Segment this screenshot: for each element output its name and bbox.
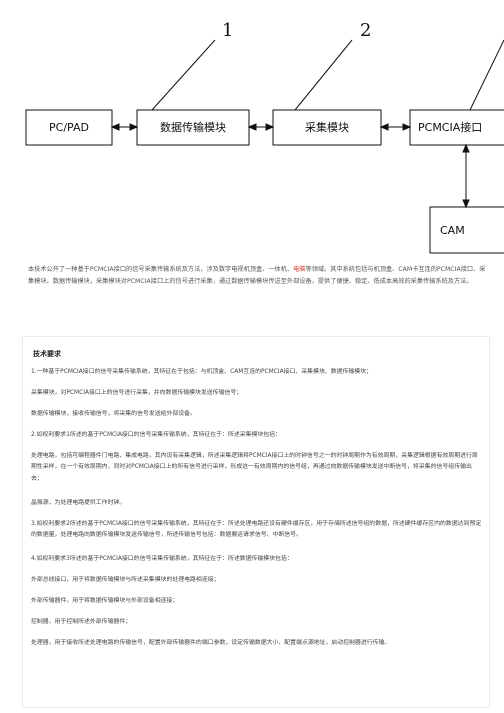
- claim-paragraph: 控制器，用于控制所述外部传输器件；: [31, 619, 132, 625]
- cam-box: [429, 206, 504, 254]
- arrow-head-pc-right: [129, 123, 139, 131]
- claim-paragraph: 处理器，用于接收所述处理电路的传输信号，配置外部传输器件的端口参数，设定传输数据…: [31, 640, 391, 646]
- leader-line-3: [469, 39, 504, 111]
- abstract-keyword-link[interactable]: 电脑: [293, 266, 306, 273]
- pcmcia-interface-box: [409, 109, 504, 146]
- claim-paragraph: 2.如权利要求1所述的基于PCMCIA接口的信号采集传输系统，其特征在于：所述采…: [31, 432, 281, 438]
- pc-pad-label: PC/PAD: [49, 121, 89, 134]
- claim-paragraph: 外部传输器件，用于将数据传输模块与外部设备相连接；: [31, 598, 179, 604]
- claim-paragraph: 3.如权利要求2所述的基于PCMCIA接口的信号采集传输系统，其特征在于：所述处…: [31, 521, 482, 539]
- arrow-head-acquire-left: [379, 123, 389, 131]
- arrow-head-transfer-right: [265, 123, 275, 131]
- acquisition-module-box: [272, 109, 382, 146]
- abstract-paragraph: 本技术公开了一种基于PCMCIA接口的信号采集传输系统及方法，涉及数字电视机顶盒…: [28, 264, 490, 287]
- claim-paragraph: 晶振源，为处理电路提供工作时钟。: [31, 500, 126, 506]
- data-transfer-module-box: [136, 109, 250, 146]
- claim-paragraph: 处理电路，包括可编程器件门电路、集成电路，其内设有采集逻辑，所述采集逻辑将PCM…: [31, 453, 478, 482]
- diagram-number-2: 2: [360, 20, 371, 41]
- diagram-number-1: 1: [222, 20, 233, 41]
- claim-paragraph: 4.如权利要求3所述的基于PCMCIA接口的信号采集传输系统，其特征在于：所述数…: [31, 556, 293, 562]
- claim-paragraph: 外部总线接口，用于将数据传输模块与所述采集模块的处理电路相连接；: [31, 577, 220, 583]
- claims-panel: 技术要求 1.一种基于PCMCIA接口的信号采集传输系统，其特征在于包括：与机顶…: [22, 336, 490, 708]
- data-transfer-module-label: 数据传输模块: [160, 120, 226, 134]
- arrow-head-pcmcia-up: [462, 143, 470, 153]
- leader-line-1: [151, 39, 216, 111]
- claim-paragraph: 数据传输模块，接收传输信号，将采集的信号发送给外部设备。: [31, 411, 196, 417]
- claim-paragraph: 采集模块，对PCMCIA接口上的信号进行采集，并向数据传输模块发送传输信号；: [31, 390, 243, 396]
- arrow-head-pc-left: [110, 123, 120, 131]
- claims-title: 技术要求: [33, 350, 61, 358]
- arrow-head-acquire-right: [402, 123, 412, 131]
- system-block-diagram: 1 2 PC/PAD 数据传输模块 采集模块 PCMCIA接口 CAM: [25, 20, 504, 254]
- leader-line-2: [294, 39, 353, 111]
- cam-label: CAM: [440, 224, 465, 237]
- pcmcia-interface-label: PCMCIA接口: [418, 121, 482, 134]
- claim-paragraph: 1.一种基于PCMCIA接口的信号采集传输系统，其特征在于包括：与机顶盒、CAM…: [31, 369, 372, 375]
- abstract-text-2: 等领域。其中系统包括与机顶盒、CAM卡互连的PCMCIA接口、采集模块、数据传输…: [28, 266, 486, 285]
- arrow-head-cam-down: [462, 199, 470, 209]
- pc-pad-box: [25, 109, 113, 146]
- arrow-head-transfer-left: [247, 123, 257, 131]
- acquisition-module-label: 采集模块: [305, 120, 349, 134]
- abstract-text-1: 本技术公开了一种基于PCMCIA接口的信号采集传输系统及方法，涉及数字电视机顶盒…: [28, 266, 294, 273]
